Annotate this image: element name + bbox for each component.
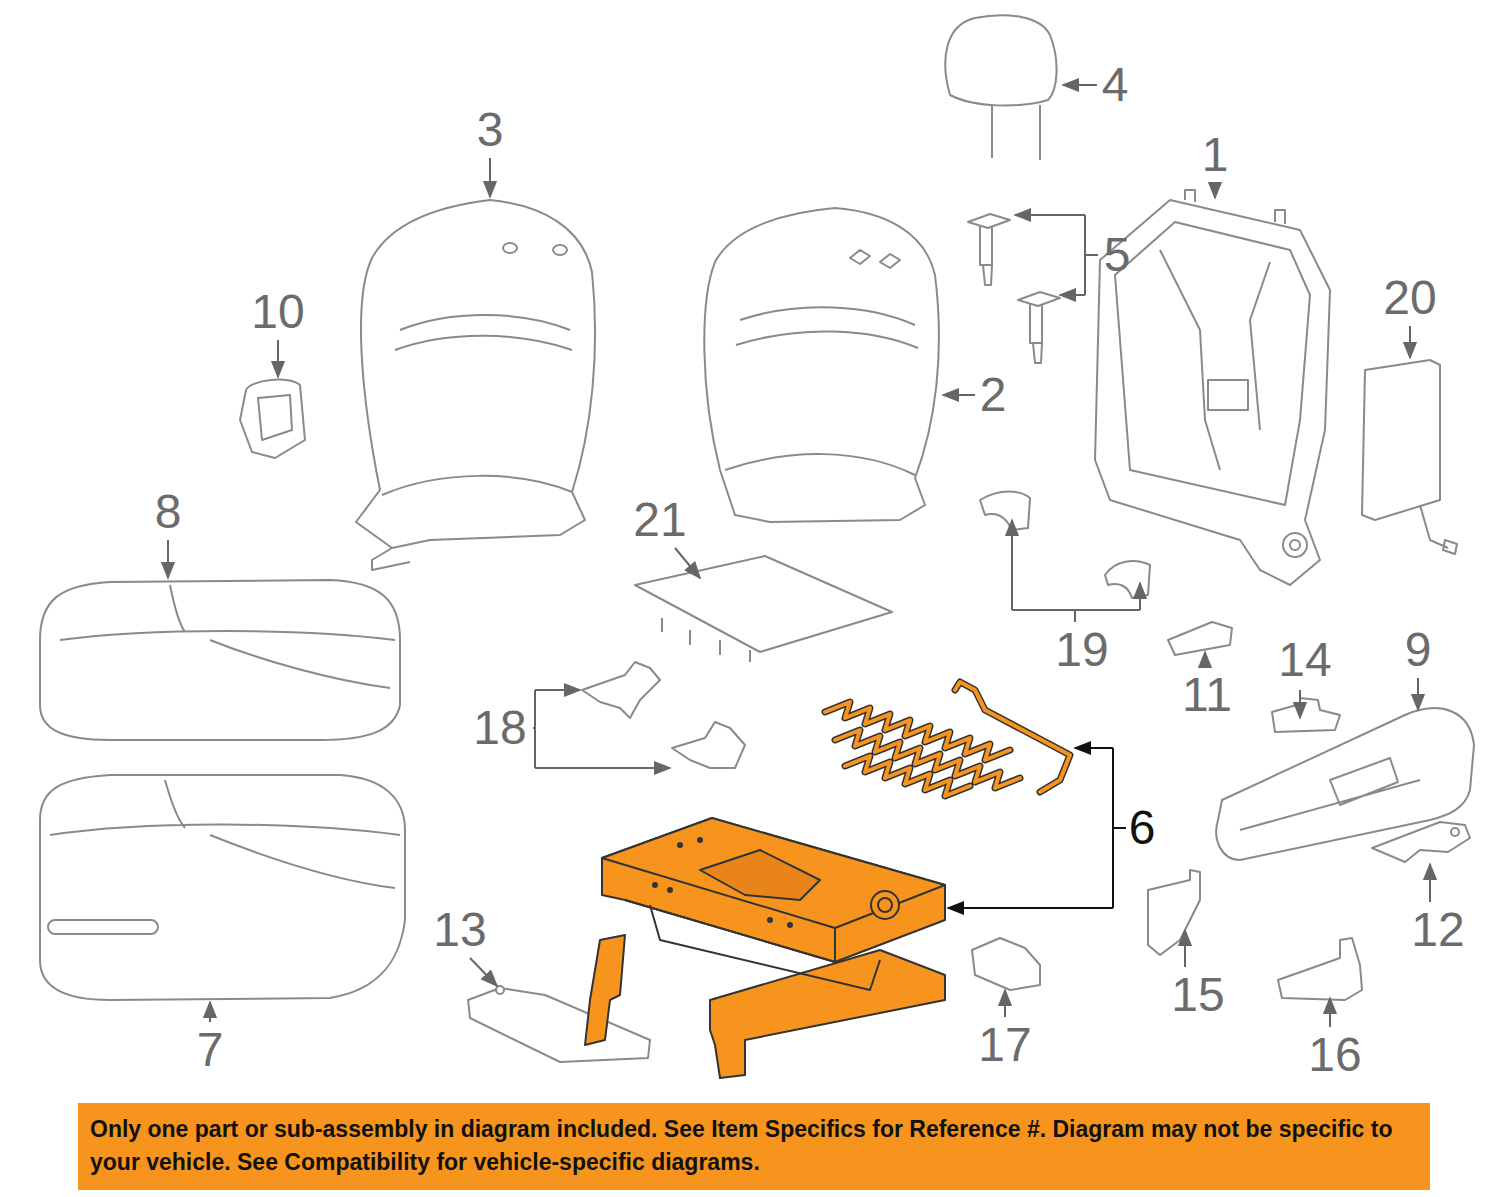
callout-number: 18 (473, 704, 526, 752)
callout-number: 9 (1405, 626, 1432, 674)
callout-number: 14 (1278, 636, 1331, 684)
callout-number: 6 (1129, 804, 1156, 852)
callout-number: 11 (1182, 671, 1232, 719)
callout-number: 12 (1411, 906, 1464, 954)
callout-number: 17 (978, 1021, 1031, 1069)
callout-number: 7 (197, 1026, 224, 1074)
callout-number: 21 (633, 496, 686, 544)
notice-text: Only one part or sub-assembly in diagram… (90, 1113, 1418, 1180)
callout-number: 15 (1171, 971, 1224, 1019)
callout-number: 1 (1202, 131, 1229, 179)
callout-number: 8 (155, 488, 182, 536)
callout-number: 20 (1383, 274, 1436, 322)
notice-banner: Only one part or sub-assembly in diagram… (78, 1103, 1430, 1190)
callout-number: 16 (1308, 1031, 1361, 1079)
callout-number: 5 (1104, 231, 1131, 279)
callout-number: 19 (1055, 626, 1108, 674)
callout-number: 13 (433, 906, 486, 954)
callout-number: 4 (1102, 61, 1129, 109)
callout-number: 2 (980, 371, 1007, 419)
callout-number: 10 (251, 288, 304, 336)
callout-number: 3 (477, 106, 504, 154)
